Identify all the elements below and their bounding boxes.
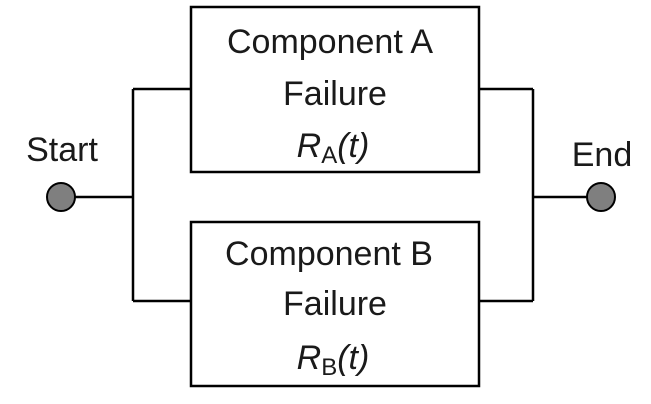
component-a-subtitle: Failure [283,75,387,113]
component-b-subtitle: Failure [283,285,387,323]
component-b-reliability-subscript: B [321,354,337,381]
end-node [586,182,616,212]
component-b-box [189,220,481,388]
component-b-title: Component B [225,235,433,273]
start-label: Start [26,131,98,169]
component-a-reliability: RA(t) [297,127,370,169]
component-a-block: Component A Failure RA(t) [189,5,481,174]
component-b-reliability-symbol: R [297,339,322,377]
start-node [46,182,76,212]
component-a-title: Component A [227,23,433,61]
component-b-reliability: RB(t) [297,339,370,381]
component-b-block: Component B Failure RB(t) [189,220,481,388]
component-a-reliability-subscript: A [321,142,337,169]
wiring [63,87,600,303]
component-a-box [189,5,481,174]
component-b-reliability-argument: (t) [337,339,369,377]
component-a-reliability-symbol: R [297,127,322,165]
component-a-reliability-argument: (t) [337,127,369,165]
end-label: End [572,136,633,174]
